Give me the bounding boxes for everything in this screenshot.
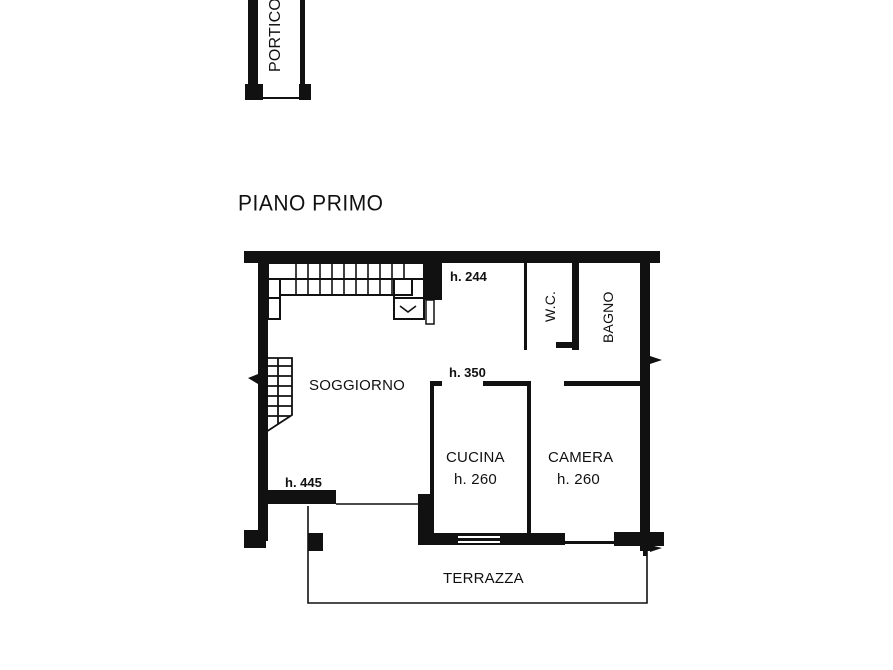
staircase-top bbox=[267, 262, 435, 325]
room-height-camera: h. 260 bbox=[557, 471, 600, 488]
portico-label: PORTICO bbox=[267, 0, 284, 72]
height-label-soggiorno: h. 445 bbox=[285, 475, 322, 490]
camera-window bbox=[565, 533, 614, 542]
terrazza-outline bbox=[307, 503, 648, 604]
kitchen-window bbox=[458, 536, 500, 543]
room-label-bagno: BAGNO bbox=[600, 291, 616, 343]
room-height-cucina: h. 260 bbox=[454, 471, 497, 488]
interior-walls bbox=[424, 262, 642, 533]
room-label-soggiorno: SOGGIORNO bbox=[309, 377, 405, 394]
portico-walls bbox=[245, 0, 311, 100]
floor-title: PIANO PRIMO bbox=[238, 191, 384, 216]
room-label-wc: W.C. bbox=[542, 290, 558, 322]
outer-walls bbox=[244, 251, 664, 551]
staircase-left bbox=[248, 357, 293, 434]
height-label-stair: h. 244 bbox=[450, 269, 487, 284]
height-label-hall: h. 350 bbox=[449, 365, 486, 380]
room-label-terrazza: TERRAZZA bbox=[443, 570, 524, 587]
room-label-cucina: CUCINA bbox=[446, 449, 505, 466]
room-label-camera: CAMERA bbox=[548, 449, 614, 466]
